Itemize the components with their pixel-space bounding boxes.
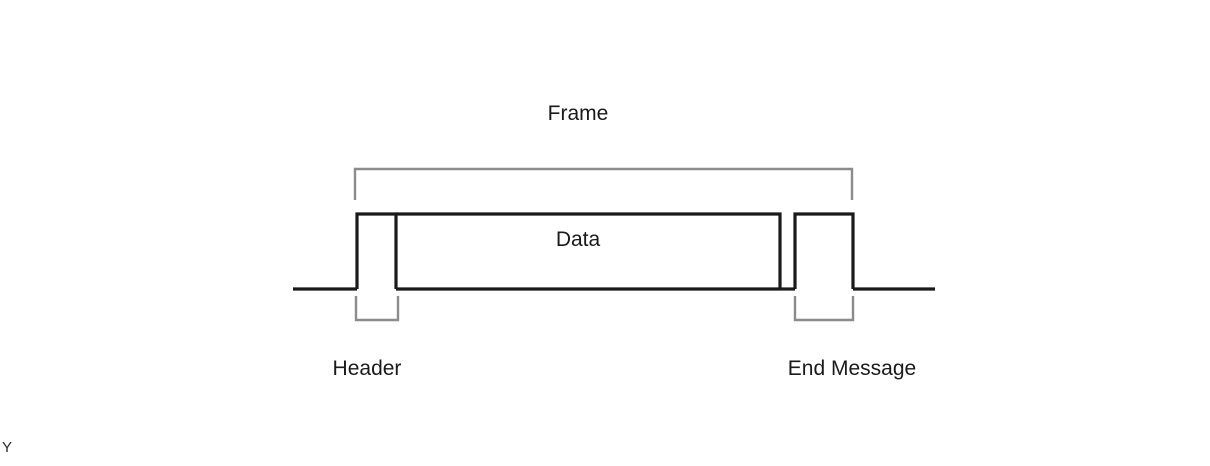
- end-message-pulse-segment: [793, 212, 855, 289]
- data-block-segment: [396, 212, 782, 289]
- header-bracket-path: [354, 296, 400, 322]
- end-message-bracket-path: [793, 296, 855, 322]
- signal-waveform: [293, 212, 935, 291]
- header-pulse-segment: [355, 212, 398, 289]
- frame-bracket: [353, 167, 854, 200]
- data-label: Data: [556, 228, 601, 251]
- frame-label: Frame: [548, 102, 609, 125]
- end-message-bracket: [793, 296, 855, 322]
- header-bracket: [354, 296, 400, 322]
- corner-mark-label: Y: [2, 439, 12, 456]
- frame-bracket-path: [353, 167, 854, 200]
- end-message-label: End Message: [788, 357, 916, 380]
- header-label: Header: [333, 357, 402, 380]
